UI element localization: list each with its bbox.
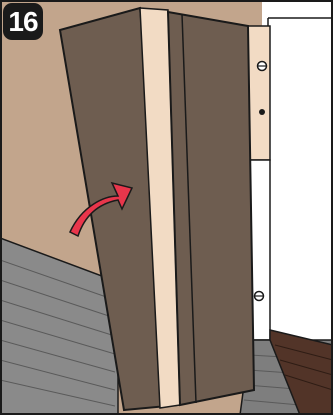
jamb-shim-block [248, 26, 270, 160]
door-slab-front [168, 12, 254, 405]
screw-icon [259, 109, 265, 115]
step-number-badge: 16 [3, 3, 43, 40]
screw-icon [255, 292, 264, 301]
screw-icon [258, 62, 267, 71]
